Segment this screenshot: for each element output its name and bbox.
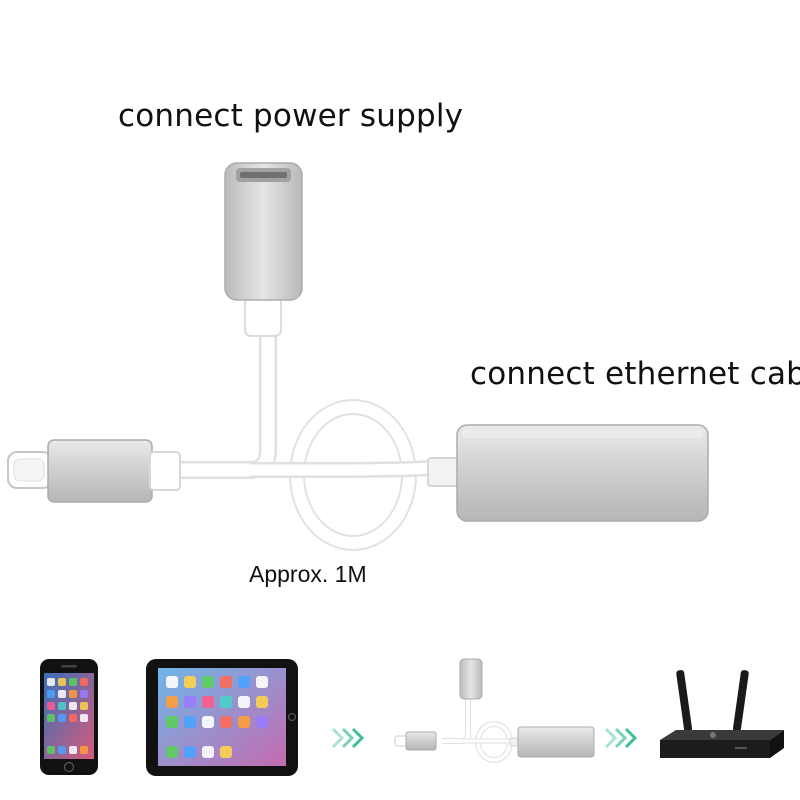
ethernet-connector — [427, 424, 709, 522]
double-chevron-arrow-icon-right — [604, 727, 638, 749]
double-chevron-arrow-icon — [331, 727, 365, 749]
main-cable — [180, 330, 431, 479]
adapter-thumbnail-icon — [394, 658, 595, 763]
ethernet-cable-label: connect ethernet cable — [470, 356, 800, 392]
cable-length-label: Approx. 1M — [249, 561, 367, 587]
power-supply-label: connect power supply — [118, 98, 464, 134]
power-supply-connector — [224, 162, 303, 301]
ipad-icon — [146, 659, 298, 776]
power-strain-relief — [244, 295, 282, 337]
router-icon — [660, 670, 784, 758]
iphone-icon — [40, 659, 98, 775]
lightning-connector — [7, 439, 181, 503]
